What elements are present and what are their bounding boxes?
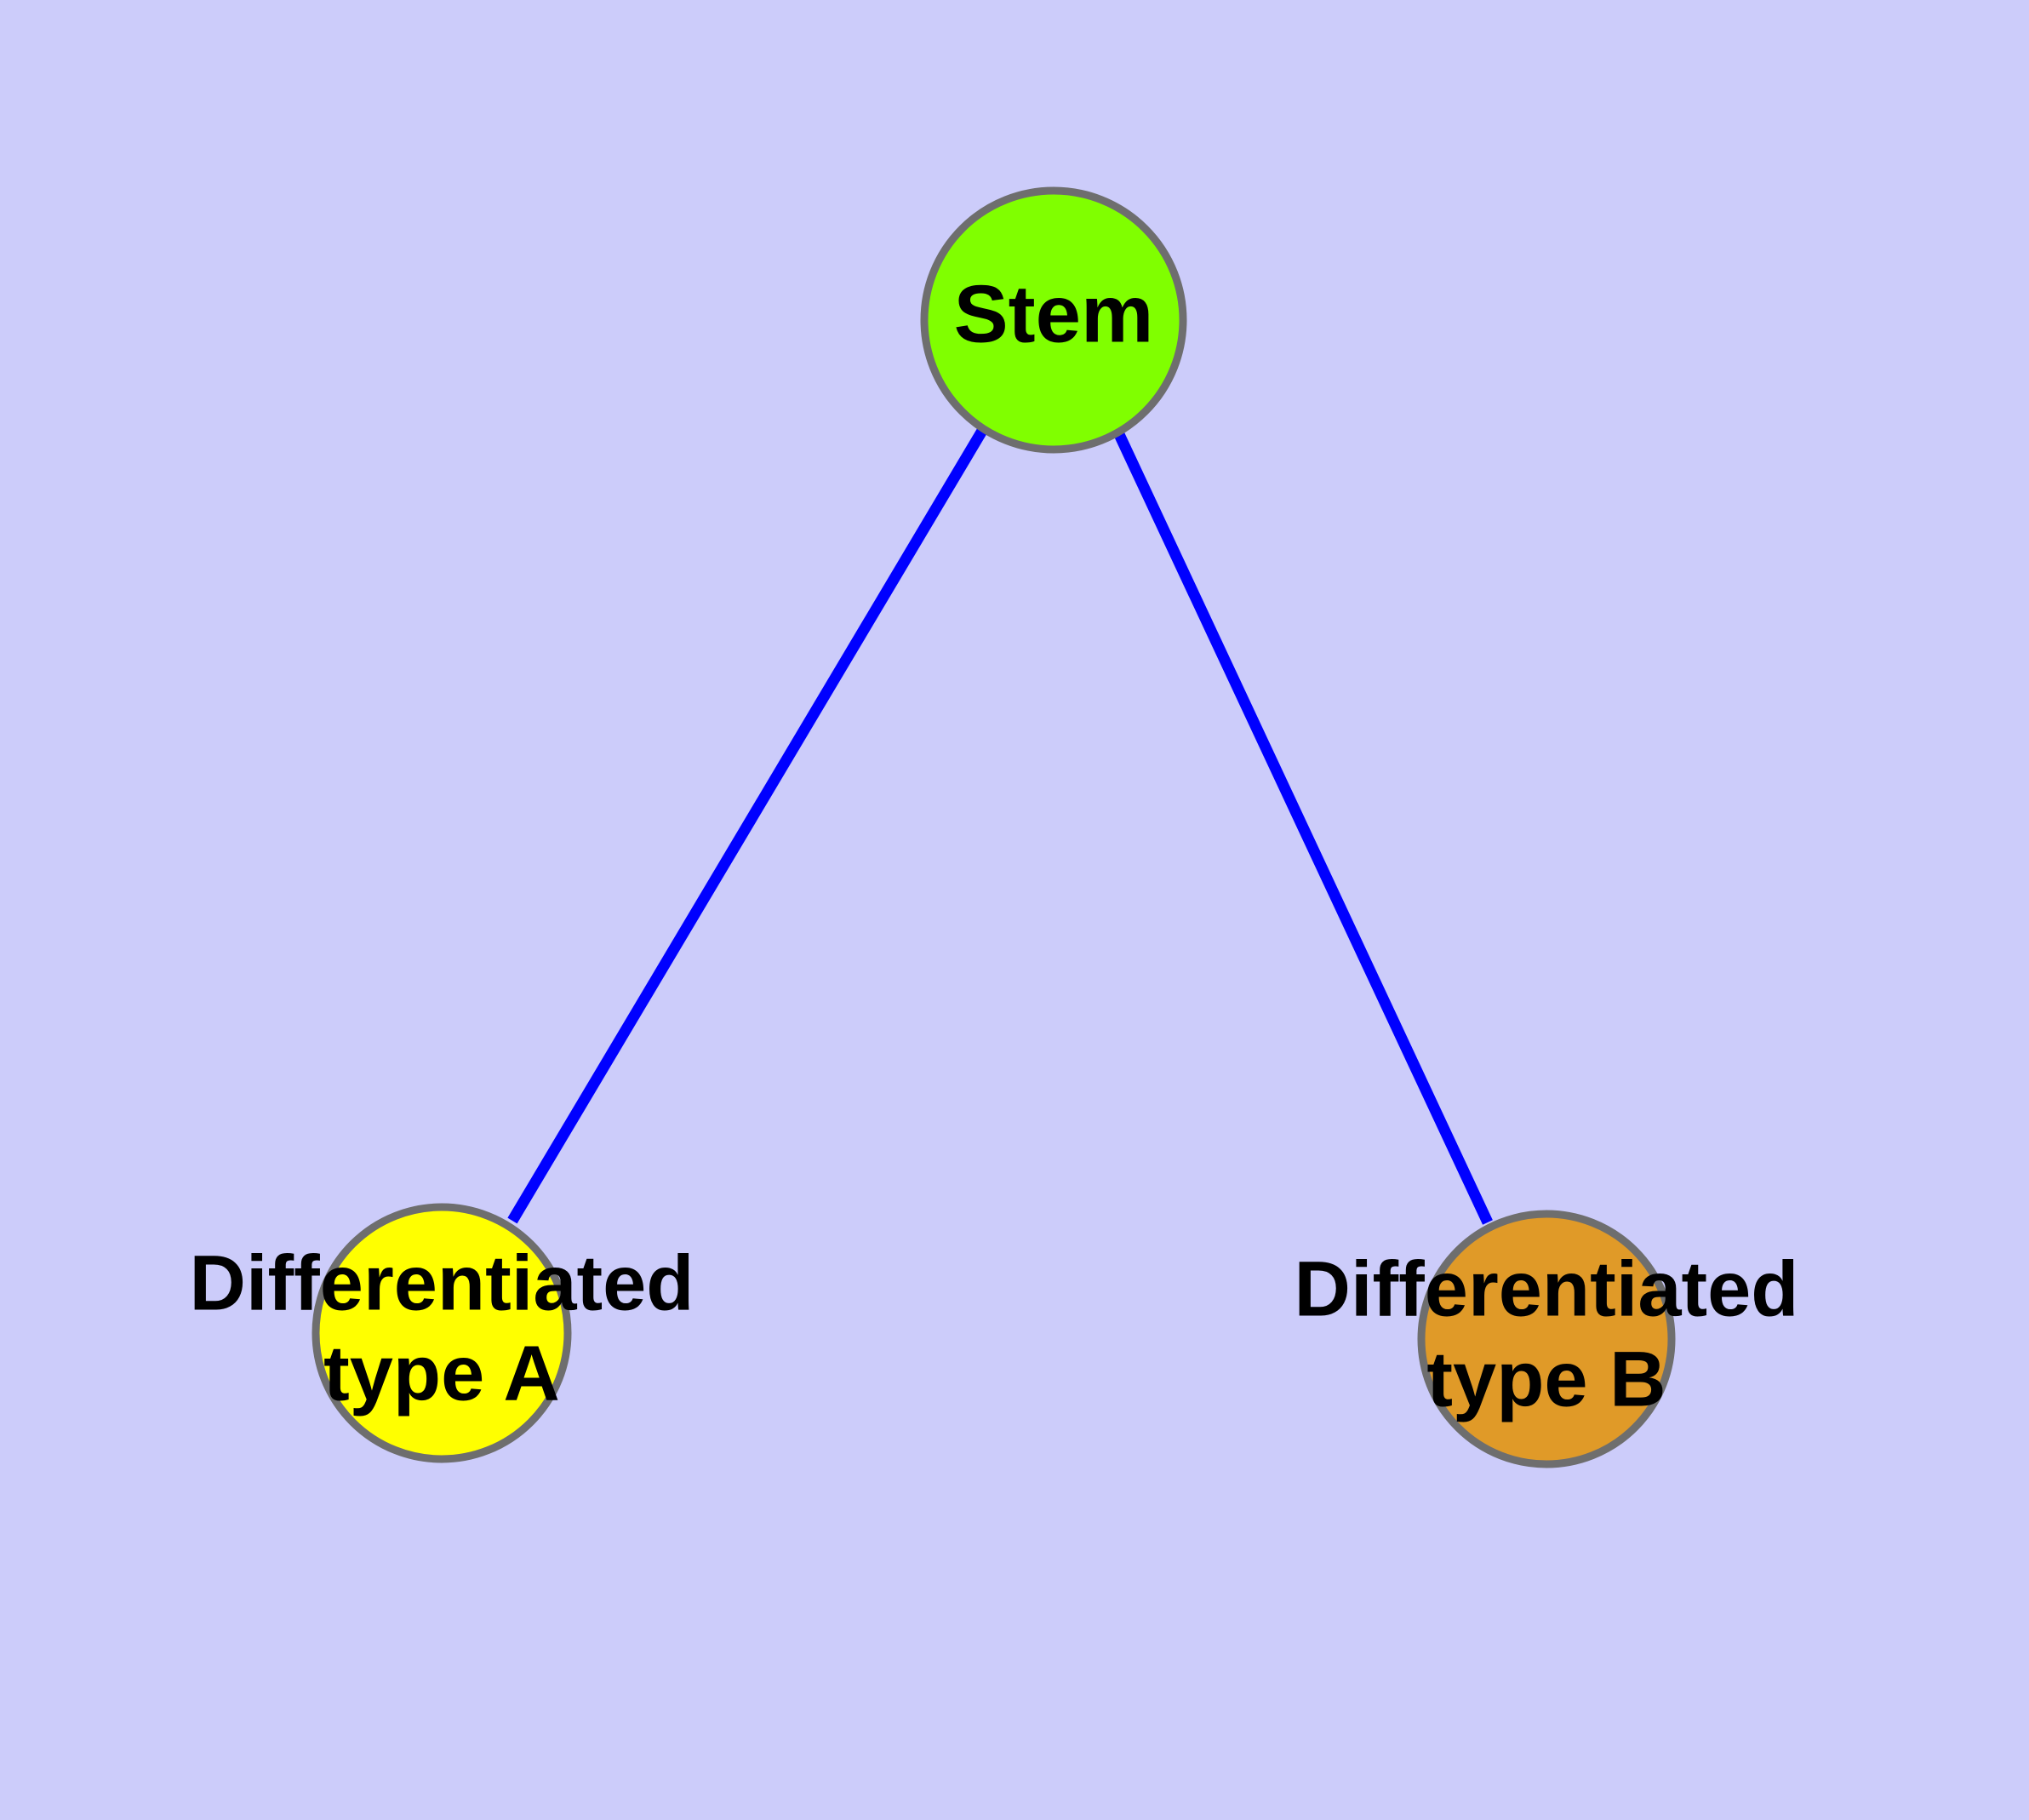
node-stem-label: Stem: [954, 268, 1154, 359]
node-differentiated-type-b-label-line2: type B: [1426, 1336, 1666, 1422]
node-differentiated-type-b[interactable]: Differentiated type B: [1295, 1210, 1799, 1468]
node-stem[interactable]: Stem: [920, 186, 1187, 454]
edge-stem-to-differentiated-type-a[interactable]: [507, 423, 990, 1224]
node-differentiated-type-b-circle[interactable]: [1417, 1210, 1676, 1468]
node-differentiated-type-a-circle[interactable]: [311, 1203, 572, 1463]
node-differentiated-type-b-label-line1: Differentiated: [1295, 1245, 1799, 1332]
node-stem-circle[interactable]: [920, 186, 1187, 454]
node-differentiated-type-a-label-line1: Differentiated: [190, 1239, 694, 1326]
edge-layer: [507, 423, 1493, 1225]
node-differentiated-type-a[interactable]: Differentiated type A: [190, 1203, 694, 1463]
edge-stem-to-differentiated-type-b[interactable]: [1112, 428, 1493, 1225]
node-differentiated-type-a-label-line2: type A: [323, 1330, 560, 1417]
node-layer: Stem Differentiated type A Differentiate…: [190, 186, 1799, 1468]
